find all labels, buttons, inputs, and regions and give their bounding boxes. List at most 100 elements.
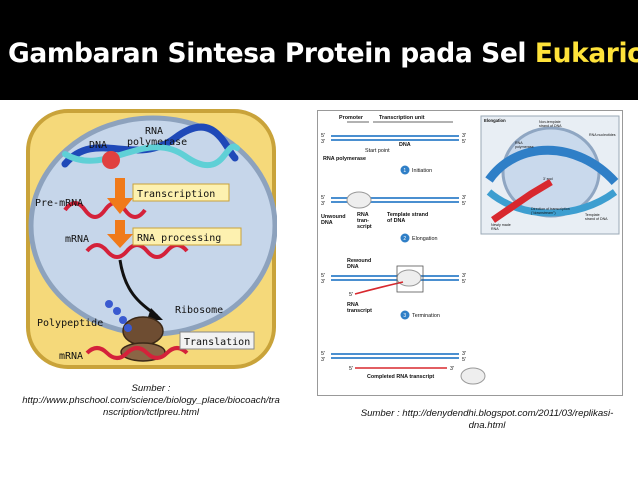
polypeptide-bead xyxy=(124,324,132,332)
rna-transcript-label: tran- xyxy=(357,218,369,224)
title-lead: Gambaran Sintesa Protein pada Sel xyxy=(8,38,535,69)
slide-title: Gambaran Sintesa Protein pada Sel Eukari… xyxy=(8,38,638,69)
completed-rna-label: Completed RNA transcript xyxy=(367,374,434,380)
five-prime-label: 5' xyxy=(321,351,325,357)
three-prime-label: 3' xyxy=(462,351,466,357)
rna-polymerase-label: polymerase xyxy=(127,137,187,148)
five-prime-label: 5' xyxy=(349,366,353,372)
step-badge xyxy=(400,233,410,243)
inset-elongation-label: Elongation xyxy=(484,118,506,123)
rna-polymerase-label: RNA xyxy=(145,126,163,137)
mrna-cytoplasm-label: mRNA xyxy=(59,351,83,362)
five-prime-label: 5' xyxy=(321,195,325,201)
dna-label: DNA xyxy=(399,142,411,148)
elongation-label: Elongation xyxy=(412,236,437,242)
three-prime-label: 3' xyxy=(321,357,325,363)
right-source: Sumber : http://denydendhi.blogspot.com/… xyxy=(352,408,622,432)
three-prime-label: 3' xyxy=(450,366,454,372)
five-prime-label: 5' xyxy=(462,357,466,363)
inset-rna xyxy=(491,178,553,223)
rna-transcript xyxy=(354,281,404,295)
rna-polymerase-label: RNA polymerase xyxy=(323,156,366,162)
pre-mrna-label: Pre-mRNA xyxy=(35,198,83,209)
step-number: 1 xyxy=(403,168,406,174)
unwound-dna-label: DNA xyxy=(321,220,333,226)
released-polymerase xyxy=(460,367,486,385)
inset-non-template-label: strand of DNA xyxy=(539,124,562,128)
dna-strand-back xyxy=(62,143,240,169)
initiation-label: Initiation xyxy=(412,168,432,174)
right-source-line: dna.html xyxy=(468,420,506,431)
inset-direction-label: Direction of transcription xyxy=(531,207,570,211)
rna-transcript-b-label: RNA xyxy=(347,302,359,308)
step-number: 3 xyxy=(403,313,406,319)
pre-mrna-strand xyxy=(63,201,147,219)
dna-strand xyxy=(61,123,239,168)
inset-direction-label: ("downstream") xyxy=(531,211,556,215)
dna-label: DNA xyxy=(89,140,107,151)
five-prime-label: 5' xyxy=(462,201,466,207)
rna-transcript-b-label: transcript xyxy=(347,308,372,314)
rewound-dna-label: DNA xyxy=(347,264,359,270)
ribosome-label: Ribosome xyxy=(175,305,223,316)
inset-dna xyxy=(485,145,619,186)
transcription-figure: Elongation Non-template strand of DNA RN… xyxy=(317,110,623,396)
eukaryotic-cell-figure: RNA polymerase DNA Pre-mRNA mRNA Transcr… xyxy=(26,109,277,369)
mrna-nucleus-label: mRNA xyxy=(65,234,89,245)
template-strand-label: of DNA xyxy=(387,218,405,224)
inset-nucleotides-label: RNA nucleotides xyxy=(589,133,616,137)
termination-label: Termination xyxy=(412,313,440,319)
inset-newly-made-label: Newly made xyxy=(491,223,511,227)
transcription-unit-label: Transcription unit xyxy=(379,115,425,121)
unwound-dna-label: Unwound xyxy=(321,214,346,220)
promoter-label: Promoter xyxy=(339,115,364,121)
translation-label: Translation xyxy=(184,337,250,348)
rna-polymerase-shape xyxy=(346,191,372,209)
rna-polymerase-shape xyxy=(396,269,422,287)
inset-polymerase-label: polymerase xyxy=(515,145,534,149)
left-source-line: http://www.phschool.com/science/biology_… xyxy=(22,395,280,406)
rna-transcript-label: RNA xyxy=(357,212,369,218)
title-bar: Gambaran Sintesa Protein pada Sel Eukari… xyxy=(0,0,638,100)
right-source-line: Sumber : http://denydendhi.blogspot.com/… xyxy=(360,408,614,419)
left-source-line: nscription/tctlpreu.html xyxy=(103,407,199,418)
inset-template-label: Template xyxy=(585,213,600,217)
transcription-arrow xyxy=(107,178,133,214)
inset-polymerase-label: RNA xyxy=(515,141,523,145)
inset-template-label: strand of DNA xyxy=(585,217,608,221)
step-number: 2 xyxy=(403,236,406,242)
translation-box xyxy=(179,331,255,350)
title-highlight: Eukariot xyxy=(534,38,638,69)
five-prime-label: 5' xyxy=(321,133,325,139)
three-prime-label: 3' xyxy=(321,279,325,285)
transcription-box xyxy=(132,183,230,202)
three-prime-label: 3' xyxy=(462,273,466,279)
mrna-strand-cytoplasm xyxy=(85,346,189,360)
rna-transcript-label: script xyxy=(357,224,372,230)
start-point-label: Start point xyxy=(365,148,390,154)
inset-non-template-label: Non-template xyxy=(539,120,561,124)
transcription-label: Transcription xyxy=(137,189,215,200)
five-prime-label: 5' xyxy=(462,279,466,285)
three-prime-label: 3' xyxy=(321,201,325,207)
rna-processing-box xyxy=(132,227,242,246)
five-prime-label: 5' xyxy=(321,273,325,279)
polypeptide-bead xyxy=(113,307,121,315)
inset-template xyxy=(486,189,618,217)
rna-polymerase xyxy=(102,151,120,169)
zoom-box xyxy=(396,265,424,293)
step-badge xyxy=(400,165,410,175)
polypeptide-bead xyxy=(105,300,113,308)
polypeptide-label: Polypeptide xyxy=(37,318,103,329)
three-prime-label: 3' xyxy=(321,139,325,145)
left-source: Sumber : http://www.phschool.com/science… xyxy=(15,383,287,419)
five-prime-label: 5' xyxy=(462,139,466,145)
inset-newly-made-label: RNA xyxy=(491,227,499,231)
rna-processing-label: RNA processing xyxy=(137,233,221,244)
export-arrowhead xyxy=(147,308,163,320)
three-prime-label: 3' xyxy=(462,195,466,201)
step-badge xyxy=(400,310,410,320)
rewound-dna-label: Rewound xyxy=(347,258,371,264)
template-strand-label: Template strand xyxy=(387,212,428,218)
five-prime-label: 5' xyxy=(349,292,353,298)
